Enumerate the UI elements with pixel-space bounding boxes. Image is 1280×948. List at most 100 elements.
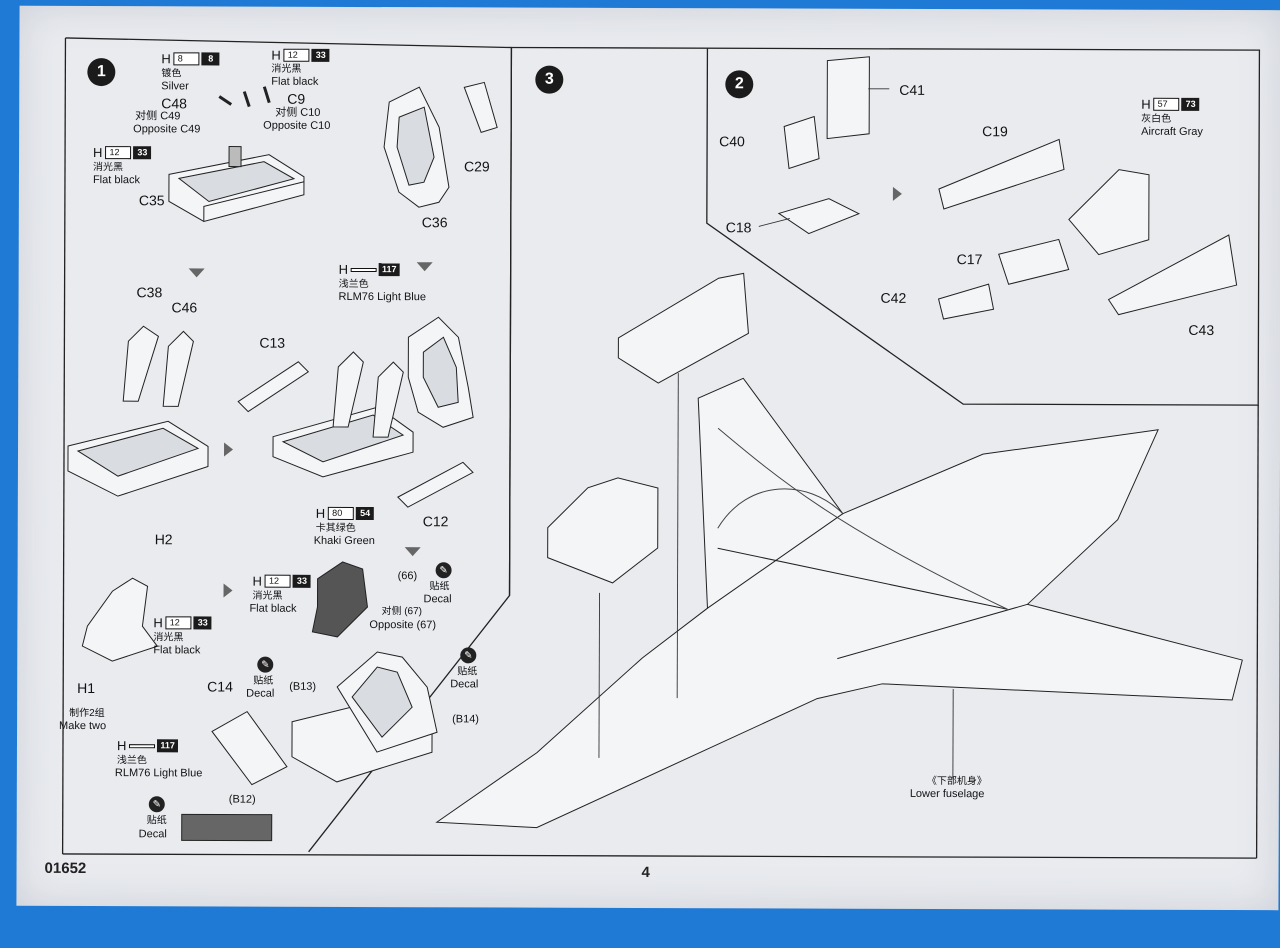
flow-arrow-down (416, 262, 433, 272)
color-code-black: 117 (379, 263, 400, 277)
color-h: H (315, 505, 326, 521)
part-label: C42 (880, 289, 907, 306)
step3-panel-border (508, 47, 513, 596)
flow-arrow-right (224, 442, 234, 457)
color-code-black: 33 (133, 146, 152, 160)
part-label: C18 (725, 219, 752, 236)
decal-label: Decal (138, 828, 167, 841)
part-label: C40 (719, 133, 745, 150)
note: Make two (59, 719, 107, 733)
color-code-white: 12 (264, 574, 291, 588)
part-label: (B12) (228, 793, 256, 806)
part-label: C12 (422, 513, 449, 530)
color-code-white (351, 267, 378, 272)
color-code-white: 12 (283, 48, 310, 62)
part-label: C9 (287, 90, 306, 107)
color-code-rlm76: H 117 (339, 262, 400, 277)
color-code-white: 12 (105, 146, 132, 160)
color-name: Flat black (92, 174, 141, 187)
color-code-flat-black: H 12 33 (271, 48, 330, 63)
color-name: RLM76 Light Blue (114, 767, 203, 780)
part-label: C17 (956, 251, 983, 268)
color-code-black: 33 (193, 616, 212, 630)
step-1-marker: 1 (87, 58, 116, 87)
decal-label-cn: 贴纸 (429, 581, 450, 593)
color-code-white: 12 (165, 616, 192, 630)
assembly-line-art (61, 37, 1261, 859)
color-code-white (129, 743, 156, 748)
color-code-black: 54 (356, 506, 375, 521)
decal-label-cn: 贴纸 (146, 815, 167, 827)
color-code-black: 33 (311, 48, 330, 62)
flow-arrow-down (188, 268, 205, 278)
color-name-cn: 消光黑 (271, 63, 302, 75)
color-code-white: 80 (328, 506, 355, 520)
part-label: 对侧 C10 (275, 106, 321, 119)
decal-icon: ✎ (148, 796, 165, 813)
color-name-cn: 消光黑 (92, 162, 124, 174)
part-label: H2 (154, 531, 173, 548)
color-code-silver: H 8 8 (161, 51, 220, 67)
color-code-white: 57 (1153, 97, 1180, 111)
color-name: Aircraft Gray (1141, 125, 1203, 138)
part-label: (B14) (452, 713, 480, 726)
part-label-cn: 《下部机身》 (926, 775, 987, 788)
part-label: C38 (136, 284, 163, 301)
decal-icon: ✎ (435, 562, 452, 579)
color-code-white: 8 (173, 52, 200, 66)
color-h: H (93, 145, 103, 161)
part-label: H1 (77, 680, 96, 697)
flow-arrow-down (404, 547, 421, 557)
part-label: C19 (982, 123, 1008, 140)
part-label: C29 (463, 158, 490, 175)
color-name-cn: 卡其绿色 (315, 522, 356, 534)
color-name: RLM76 Light Blue (338, 290, 427, 304)
color-code-flat-black: H 12 33 (153, 615, 212, 631)
decal-icon: ✎ (257, 656, 274, 673)
color-name: Flat black (249, 602, 297, 615)
color-code-flat-black: H 12 33 (252, 573, 311, 589)
color-h: H (116, 738, 127, 754)
color-name: Flat black (153, 644, 201, 657)
step-3-marker: 3 (535, 65, 564, 94)
flow-arrow-right (892, 186, 902, 201)
step-2-marker: 2 (725, 70, 754, 99)
color-name-cn: 消光黑 (153, 632, 184, 644)
color-h: H (1141, 96, 1151, 112)
color-code-khaki: H 80 54 (315, 505, 375, 521)
note-cn: 制作2组 (69, 707, 105, 720)
step2-panel-border (511, 46, 1261, 406)
part-label: C13 (259, 334, 286, 351)
color-h: H (161, 51, 171, 67)
decal-label: Decal (423, 593, 452, 606)
color-h: H (153, 615, 163, 631)
page-number: 4 (641, 863, 650, 882)
decal-label-cn: 贴纸 (457, 666, 478, 678)
color-name: Silver (161, 80, 189, 93)
part-label: Opposite (67) (369, 619, 437, 632)
decal-icon: ✎ (460, 647, 477, 664)
color-h: H (252, 573, 262, 589)
part-label: C46 (171, 299, 198, 316)
color-code-black: 8 (201, 52, 220, 66)
color-name-cn: 消光黑 (252, 590, 283, 602)
part-label: C35 (138, 192, 165, 209)
color-name-cn: 灰白色 (1141, 113, 1172, 125)
part-label: (B13) (289, 680, 317, 693)
color-code-flat-black: H 12 33 (93, 145, 152, 161)
color-name-cn: 镀色 (161, 68, 182, 80)
color-code-black: 73 (1181, 97, 1200, 111)
decal-label: Decal (246, 687, 275, 700)
part-label: Lower fuselage (909, 787, 985, 801)
decal-label-cn: 贴纸 (253, 675, 274, 687)
part-label: C36 (421, 214, 448, 231)
part-label: Opposite C49 (133, 123, 201, 136)
part-label: C43 (1188, 321, 1215, 338)
part-label: (66) (397, 570, 418, 583)
flow-arrow-right (223, 583, 233, 598)
color-name-cn: 浅兰色 (338, 278, 369, 291)
color-code-black: 33 (292, 574, 311, 588)
color-name: Flat black (271, 75, 319, 88)
decal-label: Decal (450, 678, 479, 691)
kit-code: 01652 (44, 859, 87, 878)
